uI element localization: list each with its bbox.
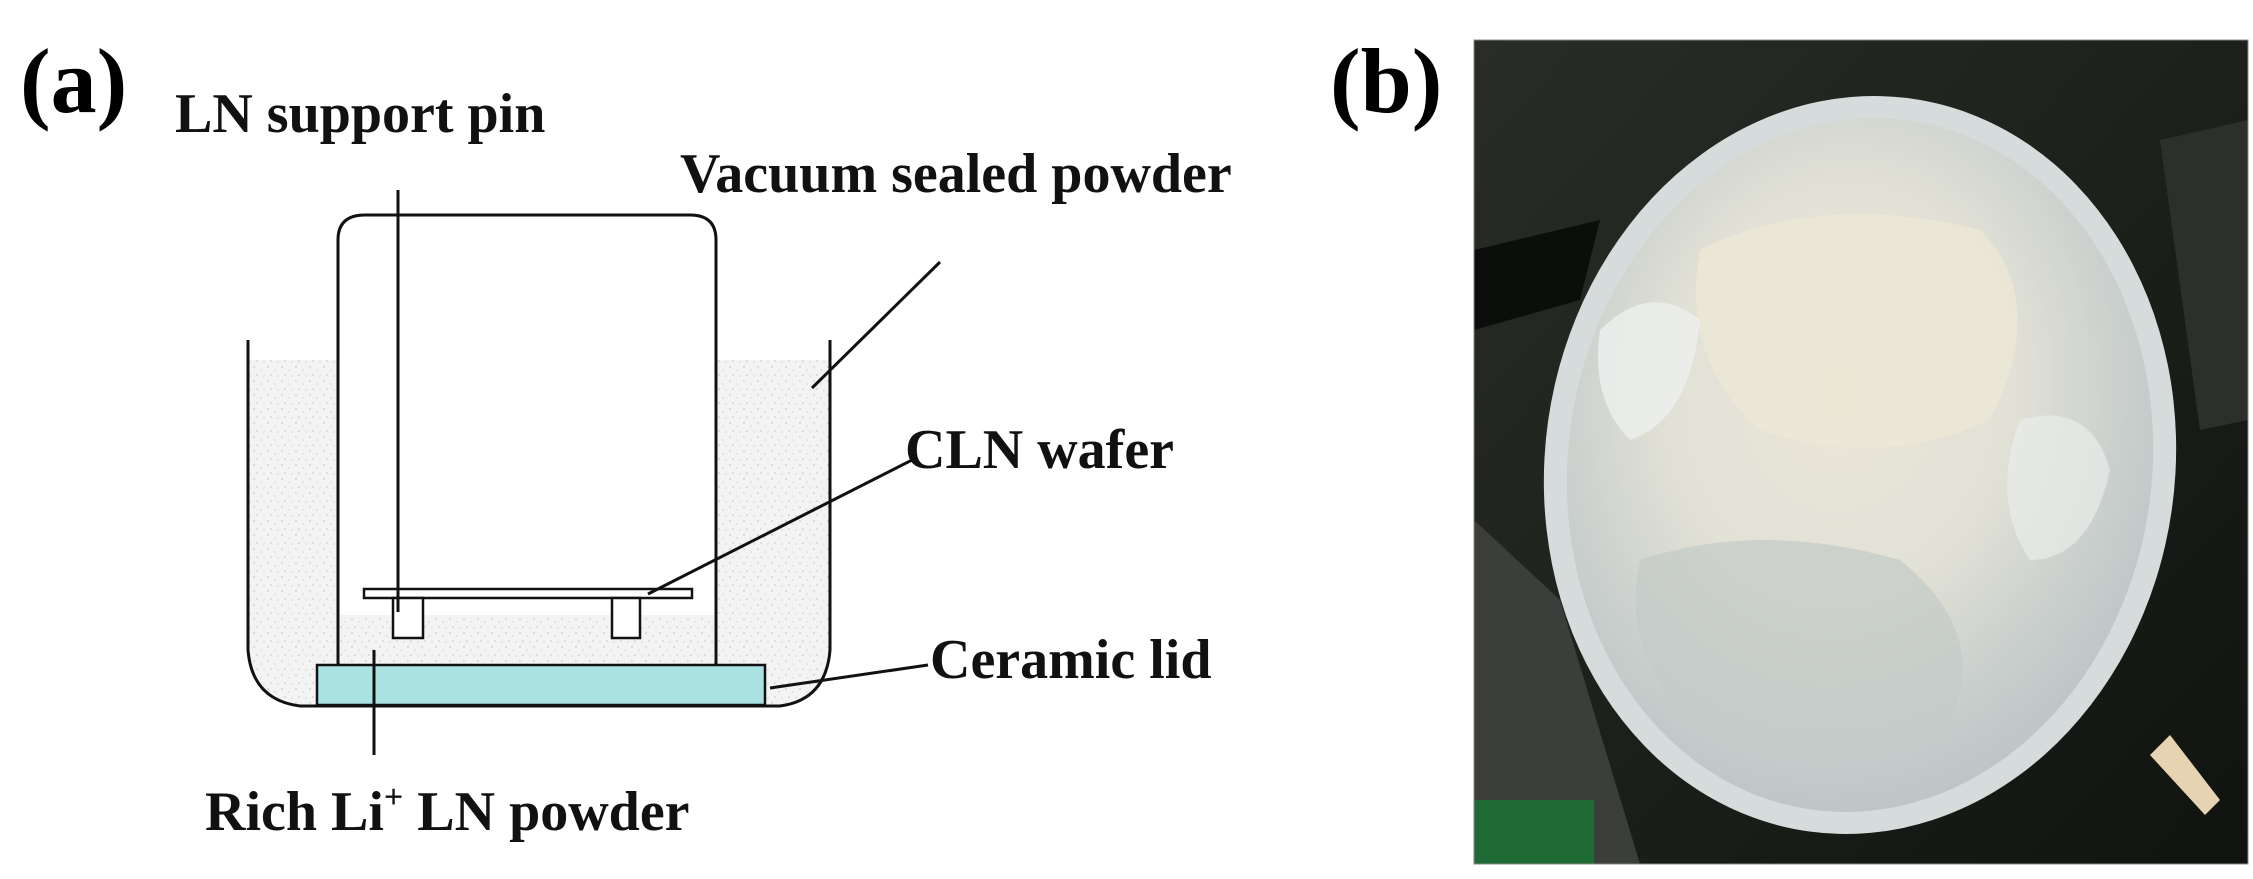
vacuum-container — [336, 213, 718, 667]
ceramic-lid — [315, 663, 767, 707]
panel-a-letter: (a) — [20, 30, 127, 132]
support-pin-right — [610, 596, 642, 640]
leader-ceramic-lid — [769, 663, 929, 690]
label-rich-powder: Rich Li+ LN powder — [205, 779, 690, 843]
photo — [1474, 40, 2248, 864]
label-support-pin: LN support pin — [175, 83, 545, 145]
label-cln-wafer: CLN wafer — [905, 419, 1174, 481]
panel-a: (a) LN support pin Vacuum sealed powder … — [20, 30, 1232, 843]
leader-vacuum-powder — [810, 260, 942, 390]
panel-b: (b) — [1330, 30, 2249, 865]
label-ceramic-lid: Ceramic lid — [930, 629, 1211, 691]
label-vacuum-powder: Vacuum sealed powder — [680, 143, 1232, 205]
cln-wafer — [362, 587, 694, 600]
panel-b-letter: (b) — [1330, 30, 1442, 132]
leader-cln-wafer — [647, 458, 913, 596]
